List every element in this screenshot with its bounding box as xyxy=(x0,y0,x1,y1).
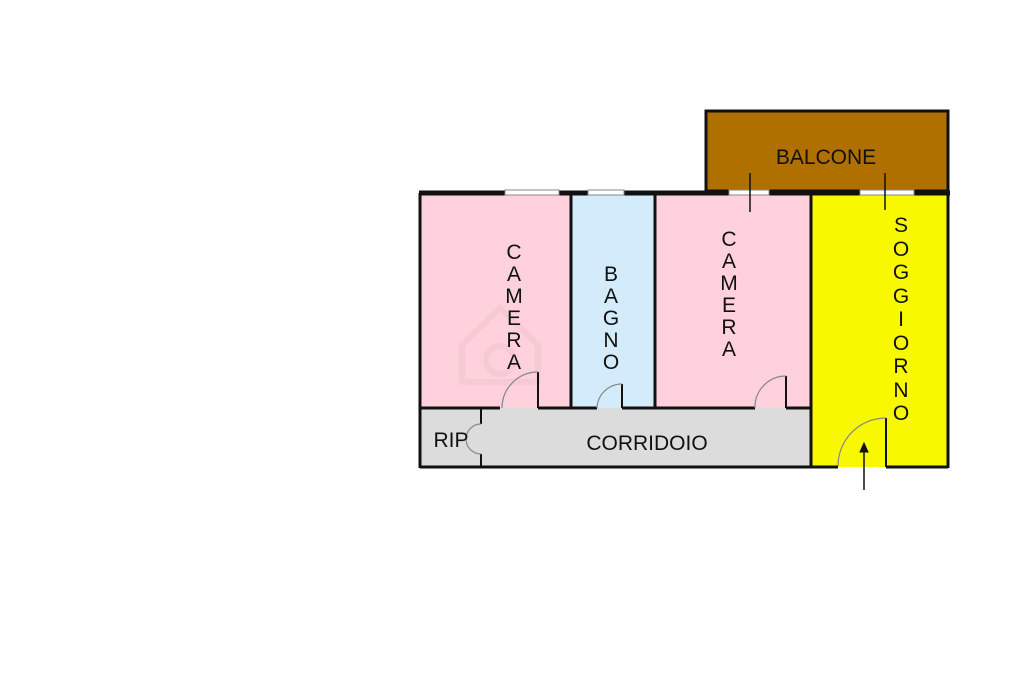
label-letter: C xyxy=(506,241,522,264)
label-letter: R xyxy=(893,355,909,378)
label-letter: I xyxy=(898,308,904,331)
label-letter: G xyxy=(602,307,620,330)
room-corridoio xyxy=(421,408,811,467)
label-letter: E xyxy=(721,294,736,317)
label-letter: C xyxy=(721,228,737,251)
label-letter: B xyxy=(603,263,618,286)
room-camera-right xyxy=(655,194,811,408)
label-letter: A xyxy=(721,338,736,361)
door-swings xyxy=(465,371,887,467)
label-letter: A xyxy=(603,285,618,308)
label-letter: O xyxy=(892,237,910,261)
label-letter: M xyxy=(720,272,738,295)
label-letter: G xyxy=(892,261,910,284)
label-letter: O xyxy=(892,402,910,425)
label-letter: O xyxy=(602,351,620,374)
label-letter: A xyxy=(506,263,521,286)
windows xyxy=(504,189,915,196)
label-corridoio: CORRIDOIO xyxy=(586,432,707,455)
label-letter: G xyxy=(892,284,910,308)
label-rip: RIP xyxy=(433,429,468,452)
room-bagno xyxy=(571,194,655,408)
room-soggiorno xyxy=(811,194,948,467)
label-letter: O xyxy=(892,331,910,355)
label-balcone: BALCONE xyxy=(776,146,876,169)
label-letter: A xyxy=(721,250,736,273)
watermark-logo xyxy=(459,303,541,385)
label-letter: N xyxy=(893,378,909,402)
label-letter: A xyxy=(506,351,521,374)
entrance-arrow-icon xyxy=(859,441,869,490)
label-letter: R xyxy=(506,329,522,352)
label-letter: R xyxy=(721,316,737,339)
label-letter: M xyxy=(505,285,523,308)
label-letter: S xyxy=(893,214,908,237)
label-letter: N xyxy=(603,329,619,352)
label-letter: E xyxy=(506,307,521,330)
tick-marks xyxy=(749,173,886,212)
room-balcone xyxy=(704,109,950,193)
